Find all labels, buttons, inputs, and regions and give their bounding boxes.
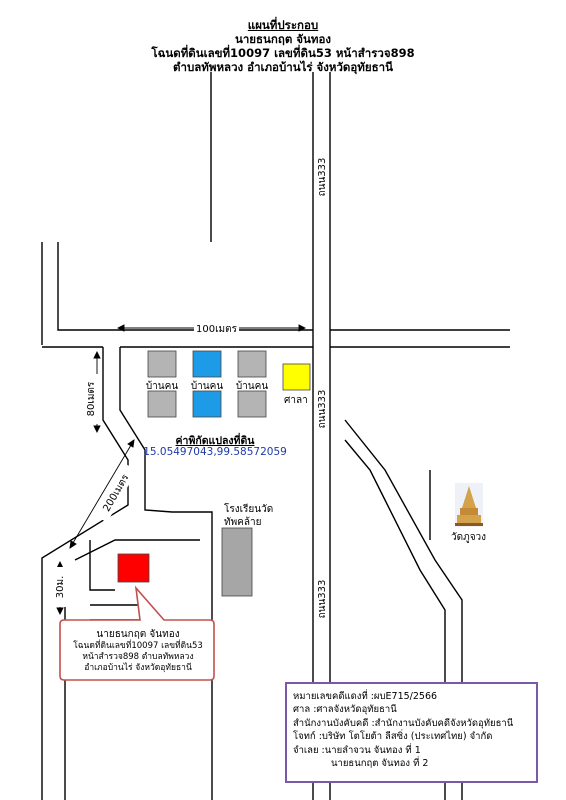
- coordinate-title: ค่าพิกัดแปลงที่ดิน: [175, 435, 255, 447]
- map-title-block: แผนที่ประกอบ นายธนกฤต จันทอง โฉนดที่ดินเ…: [0, 18, 566, 74]
- road-label-top: ถนน333: [317, 157, 328, 197]
- coordinate-value: 15.05497043,99.58572059: [143, 446, 287, 458]
- diag-road-left: [344, 439, 446, 800]
- dimension-arrows: [56, 324, 307, 616]
- school-label-line1: โรงเรียนวัด: [224, 504, 274, 515]
- callout-owner: นายธนกฤต จันทอง: [96, 629, 180, 640]
- case-info-box: หมายเลขคดีแดงที่ :ผบE715/2566 ศาล :ศาลจั…: [285, 682, 538, 783]
- road-label-bottom: ถนน333: [317, 579, 328, 619]
- info-court: ศาล :ศาลจังหวัดอุทัยธานี: [293, 704, 397, 716]
- info-case-number: หมายเลขคดีแดงที่ :ผบE715/2566: [293, 691, 438, 702]
- house-gray-bottom-1: [147, 390, 177, 418]
- info-defendant-2: นายธนกฤต จันทอง ที่ 2: [331, 758, 429, 770]
- distance-short: 30ม.: [53, 567, 67, 607]
- callout-deed: โฉนดที่ดินเลขที่10097 เลขที่ดิน53: [73, 641, 203, 651]
- house-label-2: บ้านคน: [190, 381, 224, 392]
- house-gray-top-3: [237, 350, 267, 378]
- temple-label: วัดภูจวง: [451, 532, 487, 543]
- distance-horizontal: 100เมตร: [194, 322, 239, 337]
- title-location: ตำบลทัพหลวง อำเภอบ้านไร่ จังหวัดอุทัยธาน…: [173, 60, 393, 74]
- lane-c: [89, 540, 115, 591]
- pavilion-label: ศาลา: [284, 395, 308, 406]
- house-gray-top-1: [147, 350, 177, 378]
- road-lines: [41, 72, 510, 800]
- school-building: [221, 527, 253, 597]
- info-enforcement-office: สำนักงานบังคับคดี :สำนักงานบังคับคดีจังห…: [293, 717, 514, 729]
- school-label-line2: ทัพคล้าย: [224, 517, 262, 528]
- callout-bubble: [59, 585, 215, 681]
- title-heading: แผนที่ประกอบ: [247, 18, 319, 32]
- title-deed: โฉนดที่ดินเลขที่10097 เลขที่ดิน53 หน้าสำ…: [151, 46, 415, 60]
- target-plot-marker: [117, 553, 150, 583]
- pavilion-marker: [282, 363, 311, 391]
- house-gray-bottom-3: [237, 390, 267, 418]
- upper-road-inner-edge: [57, 242, 313, 331]
- info-defendant-1: จำเลย :นายลำจวน จันทอง ที่ 1: [293, 744, 421, 756]
- info-plaintiff: โจทก์ :บริษัท โตโยต้า ลีสซิ่ง (ประเทศไทย…: [293, 731, 493, 743]
- callout-text: นายธนกฤต จันทอง โฉนดที่ดินเลขที่10097 เล…: [58, 628, 218, 674]
- house-blue-bottom: [192, 390, 222, 418]
- diag-road-right: [344, 419, 463, 800]
- title-owner: นายธนกฤต จันทอง: [234, 32, 332, 46]
- road-label-middle: ถนน333: [317, 389, 328, 429]
- house-label-1: บ้านคน: [145, 381, 179, 392]
- distance-vertical: 80เมตร: [84, 374, 98, 424]
- branch-road-inner: [119, 347, 213, 800]
- house-blue-top: [192, 350, 222, 378]
- callout-location: อำเภอบ้านไร่ จังหวัดอุทัยธานี: [84, 663, 192, 673]
- house-label-3: บ้านคน: [235, 381, 269, 392]
- callout-survey: หน้าสำรวจ898 ตำบลทัพหลวง: [82, 652, 194, 662]
- lane-b: [74, 539, 200, 561]
- houses: [147, 350, 267, 418]
- temple-icon: [455, 483, 483, 527]
